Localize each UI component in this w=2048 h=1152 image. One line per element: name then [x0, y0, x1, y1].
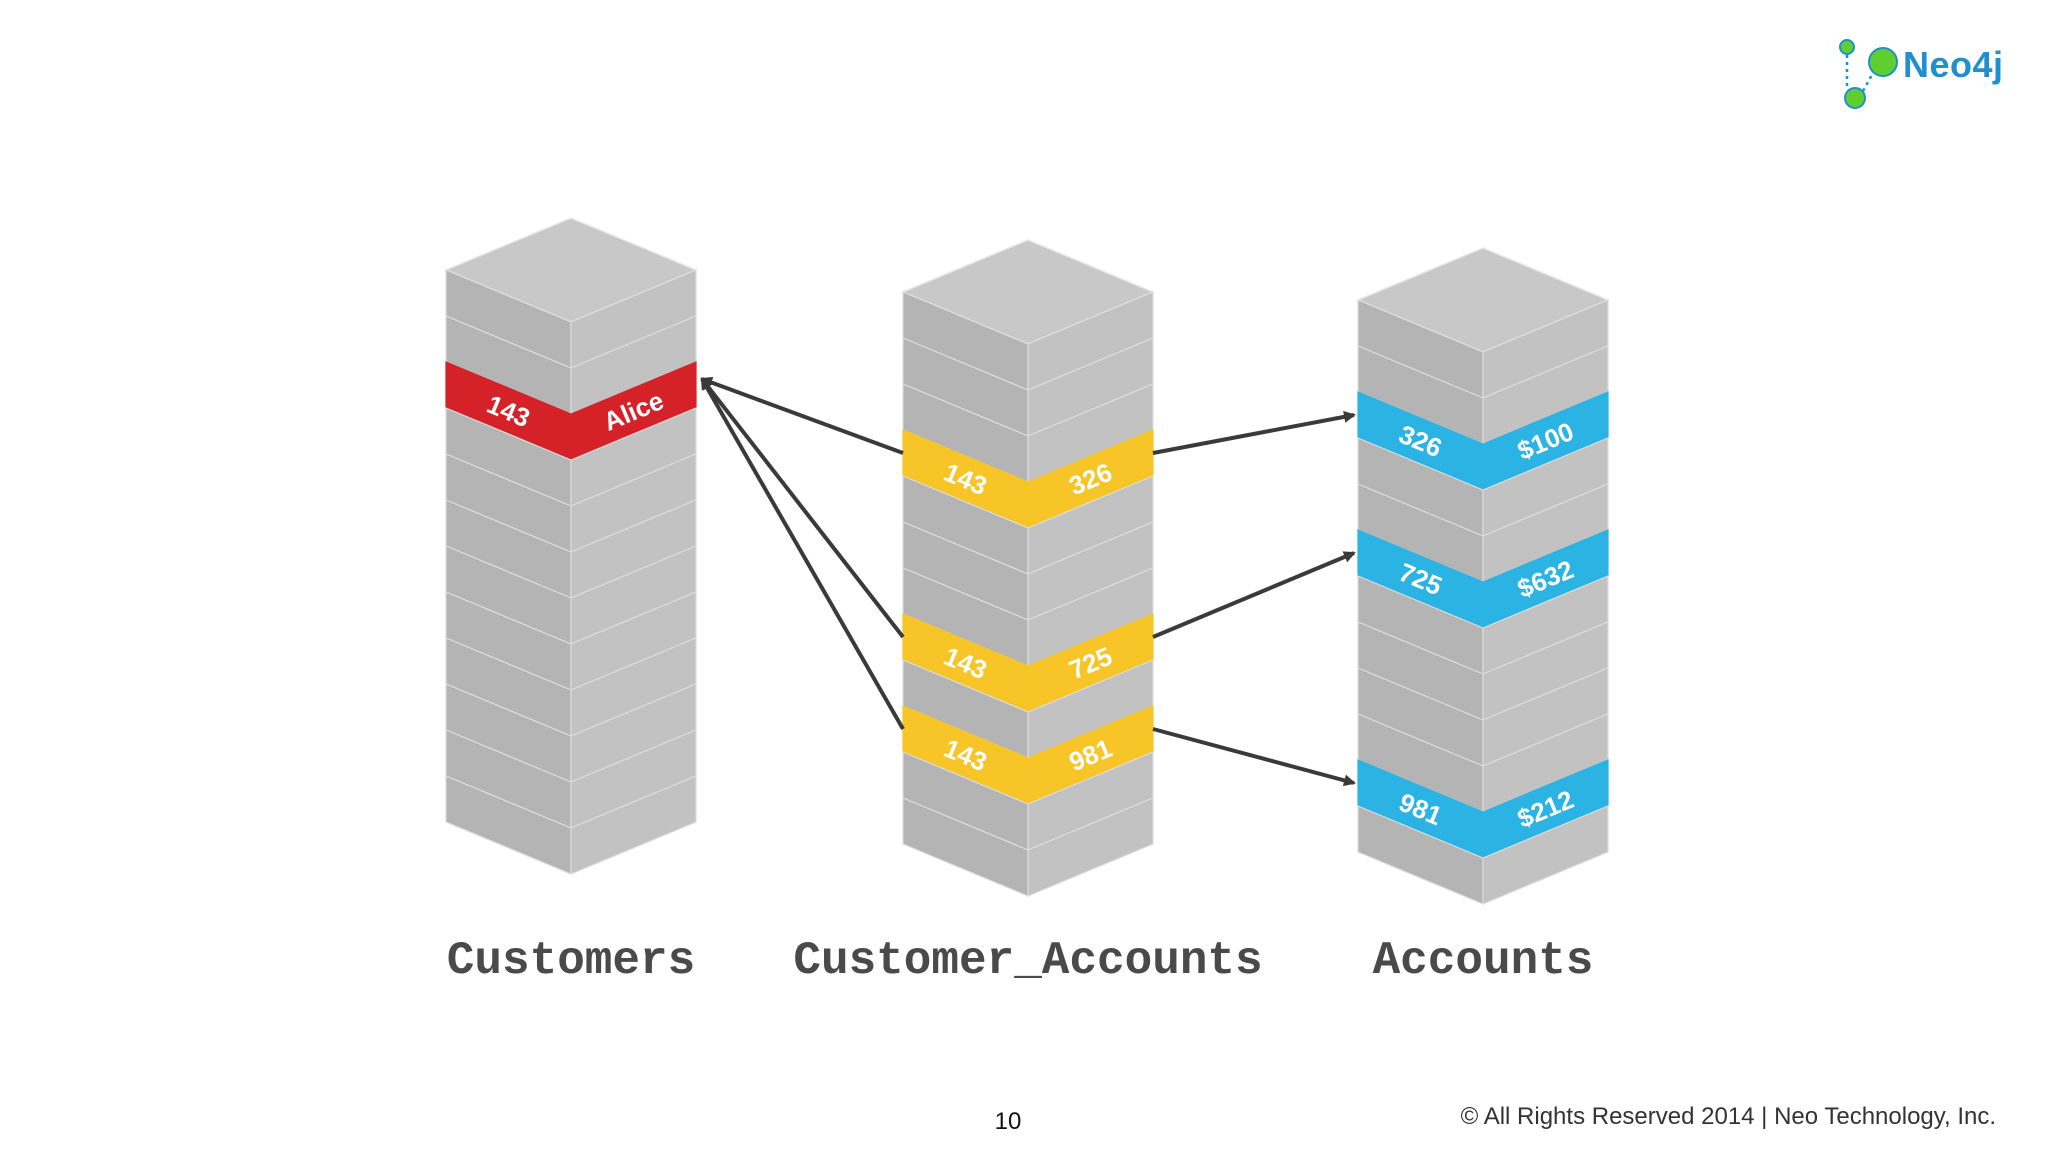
customers-row-block-right-face: [570, 775, 697, 875]
accounts-highlighted-row: 725$632: [1357, 529, 1609, 629]
copyright-notice: © All Rights Reserved 2014 | Neo Technol…: [1460, 1103, 1996, 1130]
page-number: 10: [994, 1108, 1022, 1135]
customers-row-block: [445, 775, 697, 875]
link-to-account-arrow: [1152, 410, 1356, 455]
customer-accounts-row-block: [902, 659, 1154, 759]
link-to-customer-arrow: [700, 377, 905, 639]
customer-accounts-table-label: Customer_Accounts: [793, 935, 1263, 987]
link-to-customer-arrow: [700, 377, 905, 730]
neo4j-logo: [1839, 39, 1898, 109]
customer-accounts-row-block: [902, 797, 1154, 897]
customers-table-label: Customers: [446, 935, 696, 987]
accounts-row-block-right-face: [1482, 805, 1609, 905]
accounts-row-block: [1357, 805, 1609, 905]
accounts-table-label: Accounts: [1372, 935, 1594, 987]
customer-accounts-row-block: [902, 291, 1154, 391]
link-to-customer-arrow: [700, 376, 904, 455]
customers-row-block: [445, 545, 697, 645]
link-to-account-arrow: [1152, 727, 1356, 787]
neo4j-logo-text: Neo4j: [1903, 44, 2004, 85]
link-to-account-arrow: [1152, 551, 1356, 639]
customer-accounts-row-block-right-face: [1027, 797, 1154, 897]
customers-row-block: [445, 683, 697, 783]
customer-accounts-row-block: [902, 751, 1154, 851]
